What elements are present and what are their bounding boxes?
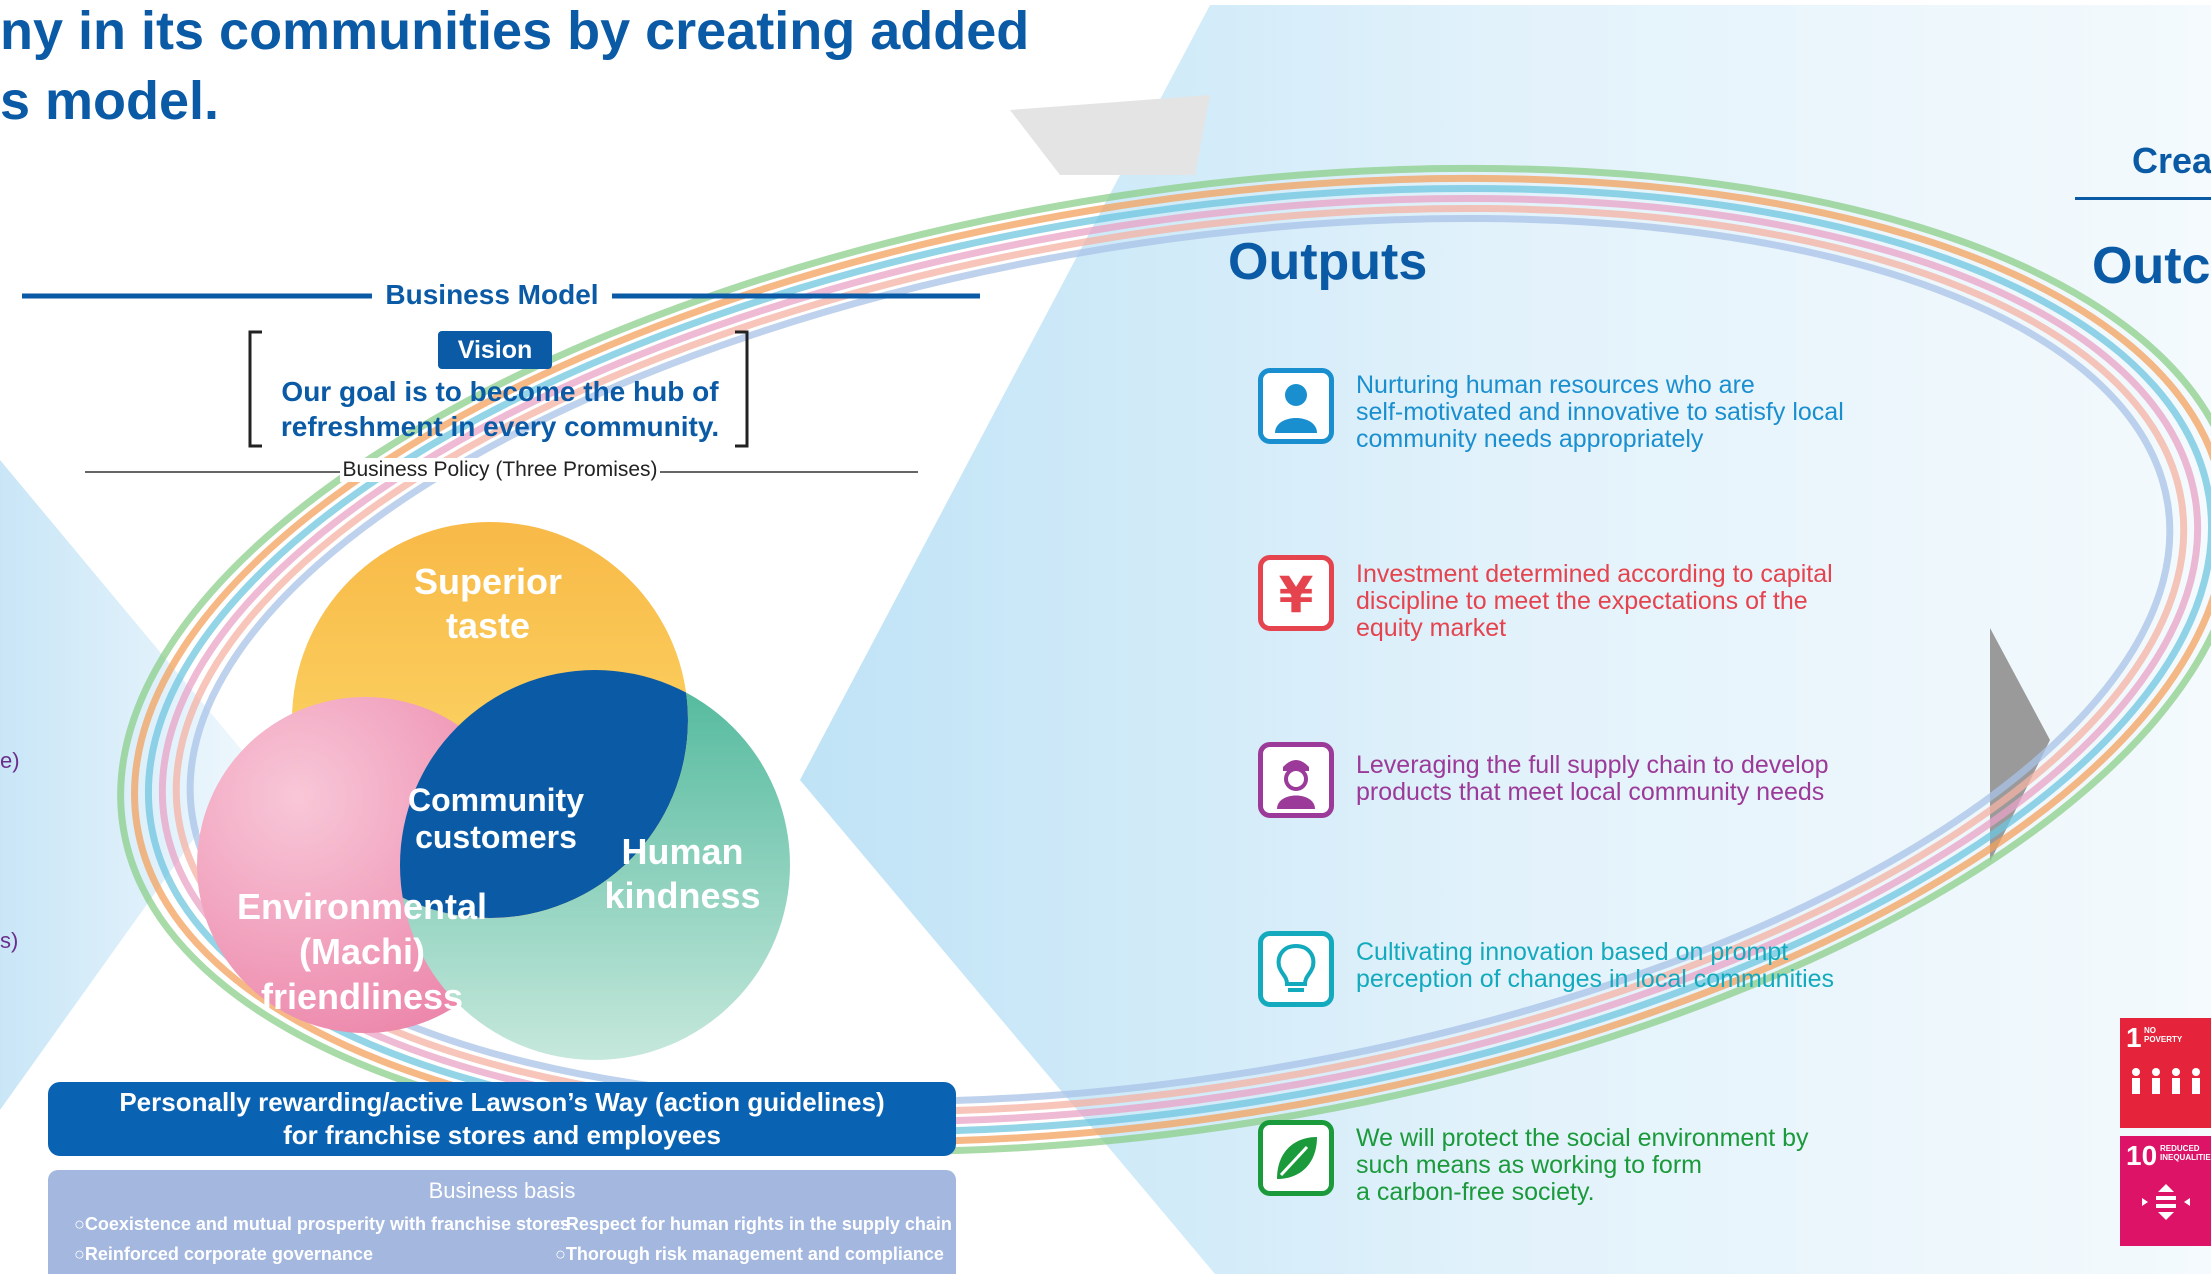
basis-item-coexistence: ○Coexistence and mutual prosperity with … <box>74 1214 571 1234</box>
sdg-10-label-line1: REDUCED <box>2160 1144 2200 1153</box>
output-3-line1: Leveraging the full supply chain to deve… <box>1356 751 1829 779</box>
svg-text:¥: ¥ <box>1279 566 1314 624</box>
guidelines-line1: Personally rewarding/active Lawson’s Way… <box>119 1087 885 1117</box>
output-carbon-free: We will protect the social environment b… <box>1356 1125 1936 1206</box>
superior-taste-label: Superior taste <box>388 560 588 648</box>
leaf-icon <box>1258 1120 1334 1196</box>
sdg-1-label-line2: POVERTY <box>2144 1035 2183 1044</box>
basis-item-governance: ○Reinforced corporate governance <box>74 1244 373 1264</box>
output-1-line2: self-motivated and innovative to satisfy… <box>1356 398 1844 426</box>
outcomes-title: Outc <box>2092 237 2211 295</box>
page-heading-line2: s model. <box>0 71 220 131</box>
environmental-friendliness-label: Environmental (Machi) friendliness <box>232 884 492 1019</box>
vision-line-1: Our goal is to become the hub of <box>281 376 719 407</box>
output-4-line1: Cultivating innovation based on prompt <box>1356 938 1789 966</box>
output-innovation: Cultivating innovation based on prompt p… <box>1356 939 1936 993</box>
output-investment: Investment determined according to capit… <box>1356 561 1936 642</box>
sdg-10-number: 10 <box>2126 1140 2158 1171</box>
output-2-line3: equity market <box>1356 614 1507 642</box>
output-1-line1: Nurturing human resources who are <box>1356 371 1755 399</box>
superior-taste-line2: taste <box>445 605 531 646</box>
left-edge-label-2: s) <box>0 928 19 953</box>
sdg-1-label-line1: NO <box>2144 1026 2156 1035</box>
person-icon <box>1258 368 1334 444</box>
output-5-line1: We will protect the social environment b… <box>1356 1124 1809 1152</box>
page-heading-line1: ny in its communities by creating added <box>0 1 1030 61</box>
create-value-title: Crea <box>2132 140 2211 181</box>
environmental-line1: Environmental <box>236 886 488 927</box>
guidelines-line2: for franchise stores and employees <box>283 1120 721 1150</box>
output-supply-chain: Leveraging the full supply chain to deve… <box>1356 752 1936 806</box>
output-4-line2: perception of changes in local communiti… <box>1356 965 1835 993</box>
superior-taste-line1: Superior <box>413 561 563 602</box>
create-title-rule <box>2075 197 2211 200</box>
basis-item-human-rights: ○Respect for human rights in the supply … <box>555 1214 952 1234</box>
yen-icon: ¥ <box>1258 555 1334 631</box>
output-5-line2: such means as working to form <box>1356 1151 1702 1179</box>
output-human-resources: Nurturing human resources who are self-m… <box>1356 372 1936 453</box>
output-3-line2: products that meet local community needs <box>1356 778 1825 806</box>
lightbulb-icon <box>1258 931 1334 1007</box>
vision-badge: Vision <box>438 331 552 369</box>
human-kindness-line1: Human <box>621 831 744 872</box>
outputs-title: Outputs <box>1228 233 1428 291</box>
community-customers-label: Community customers <box>406 782 586 856</box>
output-2-line2: discipline to meet the expectations of t… <box>1356 587 1808 615</box>
environmental-line2: (Machi) <box>299 931 425 972</box>
sdg-10-label-line2: INEQUALITIES <box>2160 1153 2211 1162</box>
sdg-1-number: 1 <box>2126 1022 2142 1053</box>
community-customers-line1: Community <box>408 782 584 818</box>
action-guidelines-box: Personally rewarding/active Lawson’s Way… <box>48 1082 956 1156</box>
vision-statement: Our goal is to become the hub of refresh… <box>270 374 730 444</box>
business-basis-box: Business basis ○Coexistence and mutual p… <box>48 1170 956 1274</box>
worker-icon <box>1258 742 1334 818</box>
output-2-line1: Investment determined according to capit… <box>1356 560 1833 588</box>
output-5-line3: a carbon-free society. <box>1356 1178 1595 1206</box>
human-kindness-line2: kindness <box>604 875 761 916</box>
left-edge-label-1: e) <box>0 748 20 773</box>
business-basis-title: Business basis <box>428 1178 576 1203</box>
business-policy-label: Business Policy (Three Promises) <box>340 458 660 482</box>
community-customers-line2: customers <box>415 819 577 855</box>
environmental-line3: friendliness <box>260 976 464 1017</box>
human-kindness-label: Human kindness <box>600 830 765 918</box>
basis-item-risk-management: ○Thorough risk management and compliance <box>555 1244 944 1264</box>
business-model-title: Business Model <box>372 279 612 311</box>
output-1-line3: community needs appropriately <box>1356 425 1704 453</box>
vision-line-2: refreshment in every community. <box>280 411 720 442</box>
